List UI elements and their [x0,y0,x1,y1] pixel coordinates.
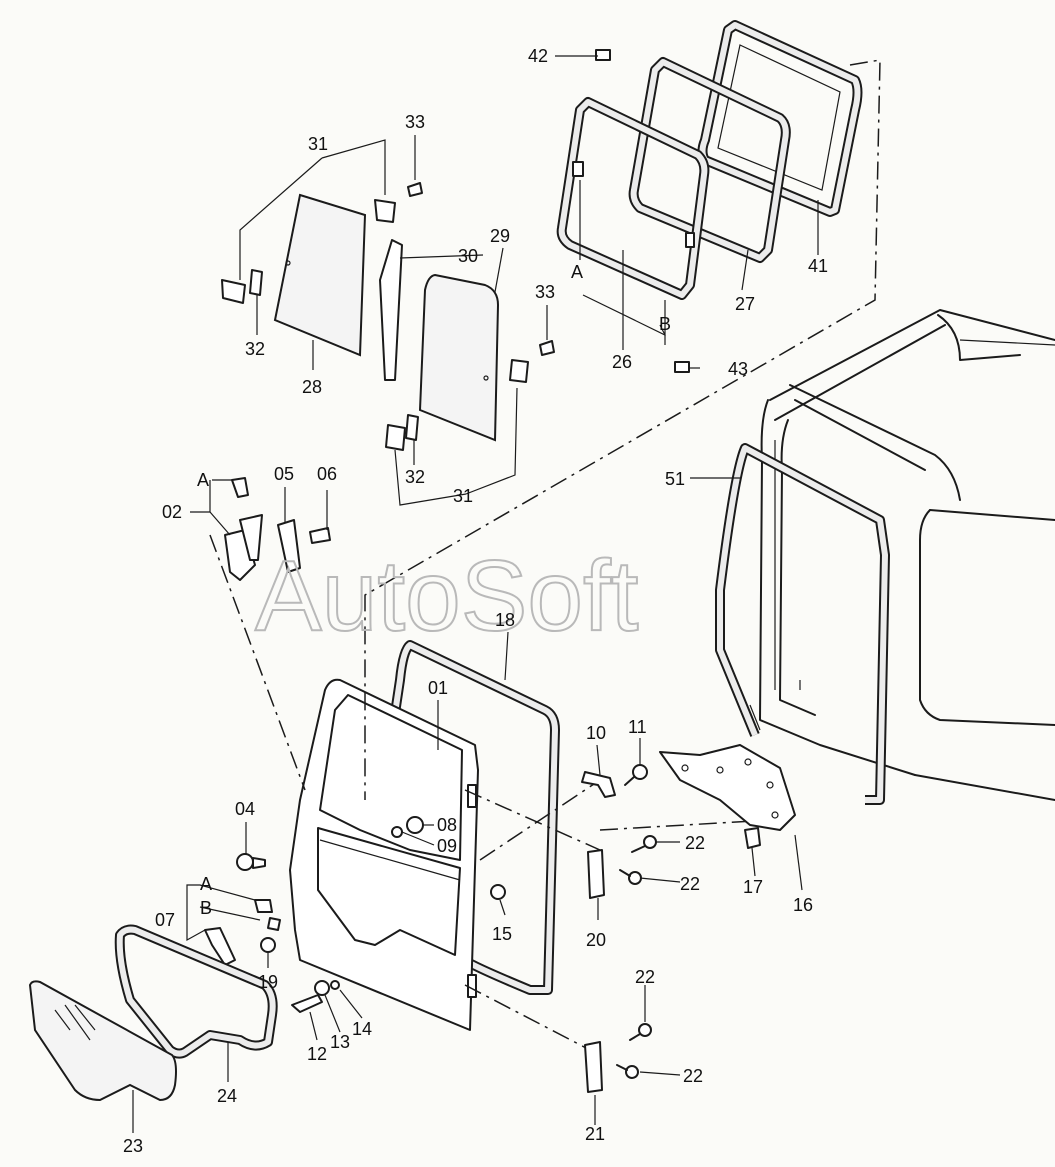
label-32-lower: 32 [405,467,425,487]
label-29: 29 [490,226,510,246]
label-06: 06 [317,464,337,484]
ref-a-latch: A [197,470,209,490]
glass-23 [28,980,177,1102]
bolts-22 [616,835,657,1079]
ref-b-upper: B [659,314,671,334]
label-22-a: 22 [685,833,705,853]
label-14: 14 [352,1019,372,1039]
plate-16 [659,744,796,831]
label-42: 42 [528,46,548,66]
label-43: 43 [728,359,748,379]
handle-07 [204,899,281,966]
label-28: 28 [302,377,322,397]
label-10: 10 [586,723,606,743]
label-31-lower: 31 [453,486,473,506]
ref-a-handle: A [200,874,212,894]
knob-04 [236,853,266,871]
label-22-b: 22 [680,874,700,894]
label-26: 26 [612,352,632,372]
label-16: 16 [793,895,813,915]
label-51: 51 [665,469,685,489]
seal-24 [114,924,278,1059]
cab-body [759,309,1055,801]
clip-19 [260,937,276,953]
label-41: 41 [808,256,828,276]
label-22-c: 22 [635,967,655,987]
label-01: 01 [428,678,448,698]
label-20: 20 [586,930,606,950]
label-33-lower: 33 [535,282,555,302]
bushing-15 [490,884,506,900]
label-27: 27 [735,294,755,314]
pad-43 [674,361,690,373]
leader-lines [132,55,819,1133]
pad-42 [595,49,611,61]
door-01 [289,678,479,1031]
seal-30 [379,239,403,381]
window-seal-27 [628,57,791,263]
stopper-17 [744,827,761,849]
label-17: 17 [743,877,763,897]
label-12: 12 [307,1044,327,1064]
label-02: 02 [162,502,182,522]
label-07: 07 [155,910,175,930]
glass-28 [273,193,367,357]
label-11: 11 [628,717,647,737]
label-05: 05 [274,464,294,484]
label-15: 15 [492,924,512,944]
door-frame-seal-51 [715,443,890,805]
watermark: AutoSoft [255,540,639,652]
label-09: 09 [437,836,457,856]
hinge-20 [587,849,605,899]
label-18: 18 [495,610,515,630]
label-19: 19 [258,972,278,992]
label-32-upper: 32 [245,339,265,359]
latch-02 [224,477,331,581]
label-22-d: 22 [683,1066,703,1086]
ref-b-handle: B [200,898,212,918]
label-04: 04 [235,799,255,819]
ref-a-upper: A [571,262,583,282]
bracket-10 [581,771,616,798]
hardware-31-upper [221,182,555,451]
label-13: 13 [330,1032,350,1052]
label-23: 23 [123,1136,143,1156]
label-30: 30 [458,246,478,266]
part-labels: 42 31 33 29 30 33 32 28 32 31 A B 26 27 … [123,46,828,1156]
label-08: 08 [437,815,457,835]
label-31-upper: 31 [308,134,328,154]
label-21: 21 [585,1124,605,1144]
hinge-21 [584,1041,603,1093]
window-frame-26 [556,97,710,300]
glass-29 [418,273,500,442]
assembly-guide-lines [209,59,881,1051]
window-frame-41 [697,20,863,217]
handle-12-13-14 [291,980,340,1013]
label-33-upper: 33 [405,112,425,132]
bolt-11 [624,764,648,786]
label-24: 24 [217,1086,237,1106]
